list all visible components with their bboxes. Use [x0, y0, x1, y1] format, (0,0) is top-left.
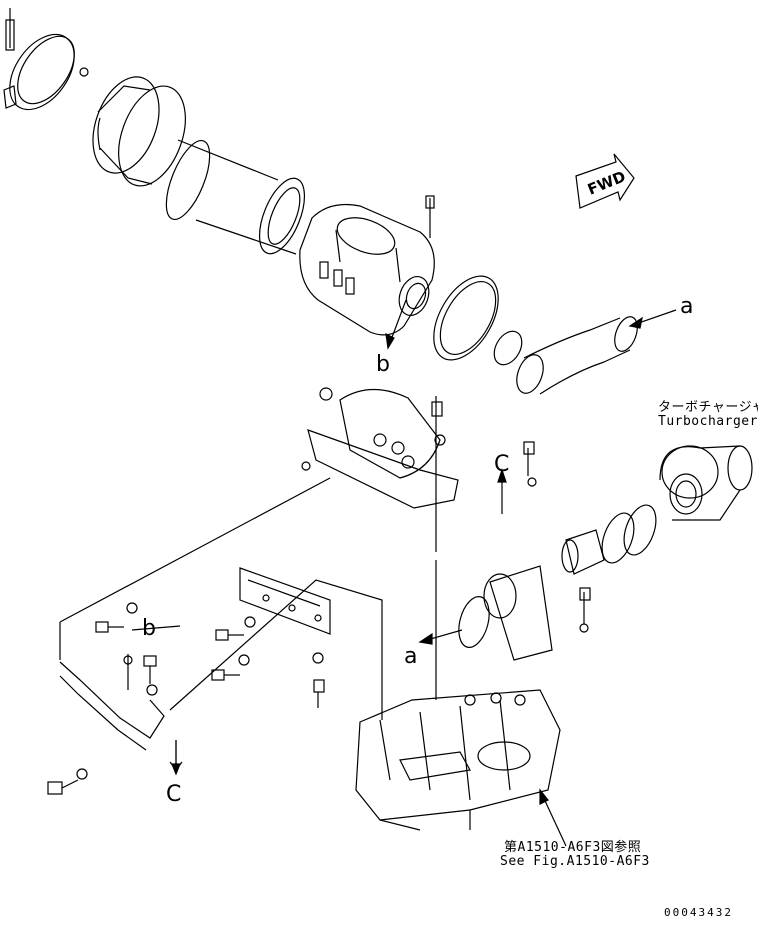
turbocharger-label-en: Turbocharger	[658, 414, 758, 429]
callout-b-upper: b	[376, 352, 390, 377]
turbo-clamps	[561, 504, 657, 575]
fwd-direction-badge	[575, 153, 635, 209]
callout-b-lower: b	[142, 616, 156, 641]
intake-hose	[516, 316, 638, 395]
clamp-band-right	[433, 275, 523, 366]
callout-c-lower: C	[166, 782, 182, 807]
turbocharger-unit	[659, 445, 753, 521]
bolts-lower-left	[47, 602, 325, 795]
lower-tube-assembly	[59, 654, 165, 751]
drawing-code: 00043432	[664, 906, 733, 919]
reference-label-jp: 第A1510-A6F3図参照	[504, 840, 642, 855]
engine-block	[355, 689, 561, 831]
reference-label-en: See Fig.A1510-A6F3	[500, 854, 650, 869]
callout-arrow-b-upper	[385, 299, 407, 350]
turbocharger-label-jp: ターボチャージャ	[658, 400, 758, 415]
callout-arrow-a-upper	[628, 309, 677, 329]
callout-arrow-a-lower	[418, 629, 463, 645]
cleaner-cover	[79, 67, 186, 187]
callout-a-lower: a	[404, 644, 418, 669]
leader-lines	[59, 477, 383, 776]
elbow-pipe	[458, 565, 591, 661]
filter-element	[165, 139, 306, 255]
callout-c-upper: C	[494, 452, 510, 477]
callout-a-upper: a	[680, 294, 694, 319]
lower-support-bracket	[239, 567, 331, 635]
reference-arrow-head	[539, 788, 549, 805]
mounting-bracket	[301, 387, 459, 552]
bolt-c	[497, 441, 537, 514]
air-cleaner-body	[299, 195, 435, 336]
clamp-band-top-left	[3, 8, 75, 111]
